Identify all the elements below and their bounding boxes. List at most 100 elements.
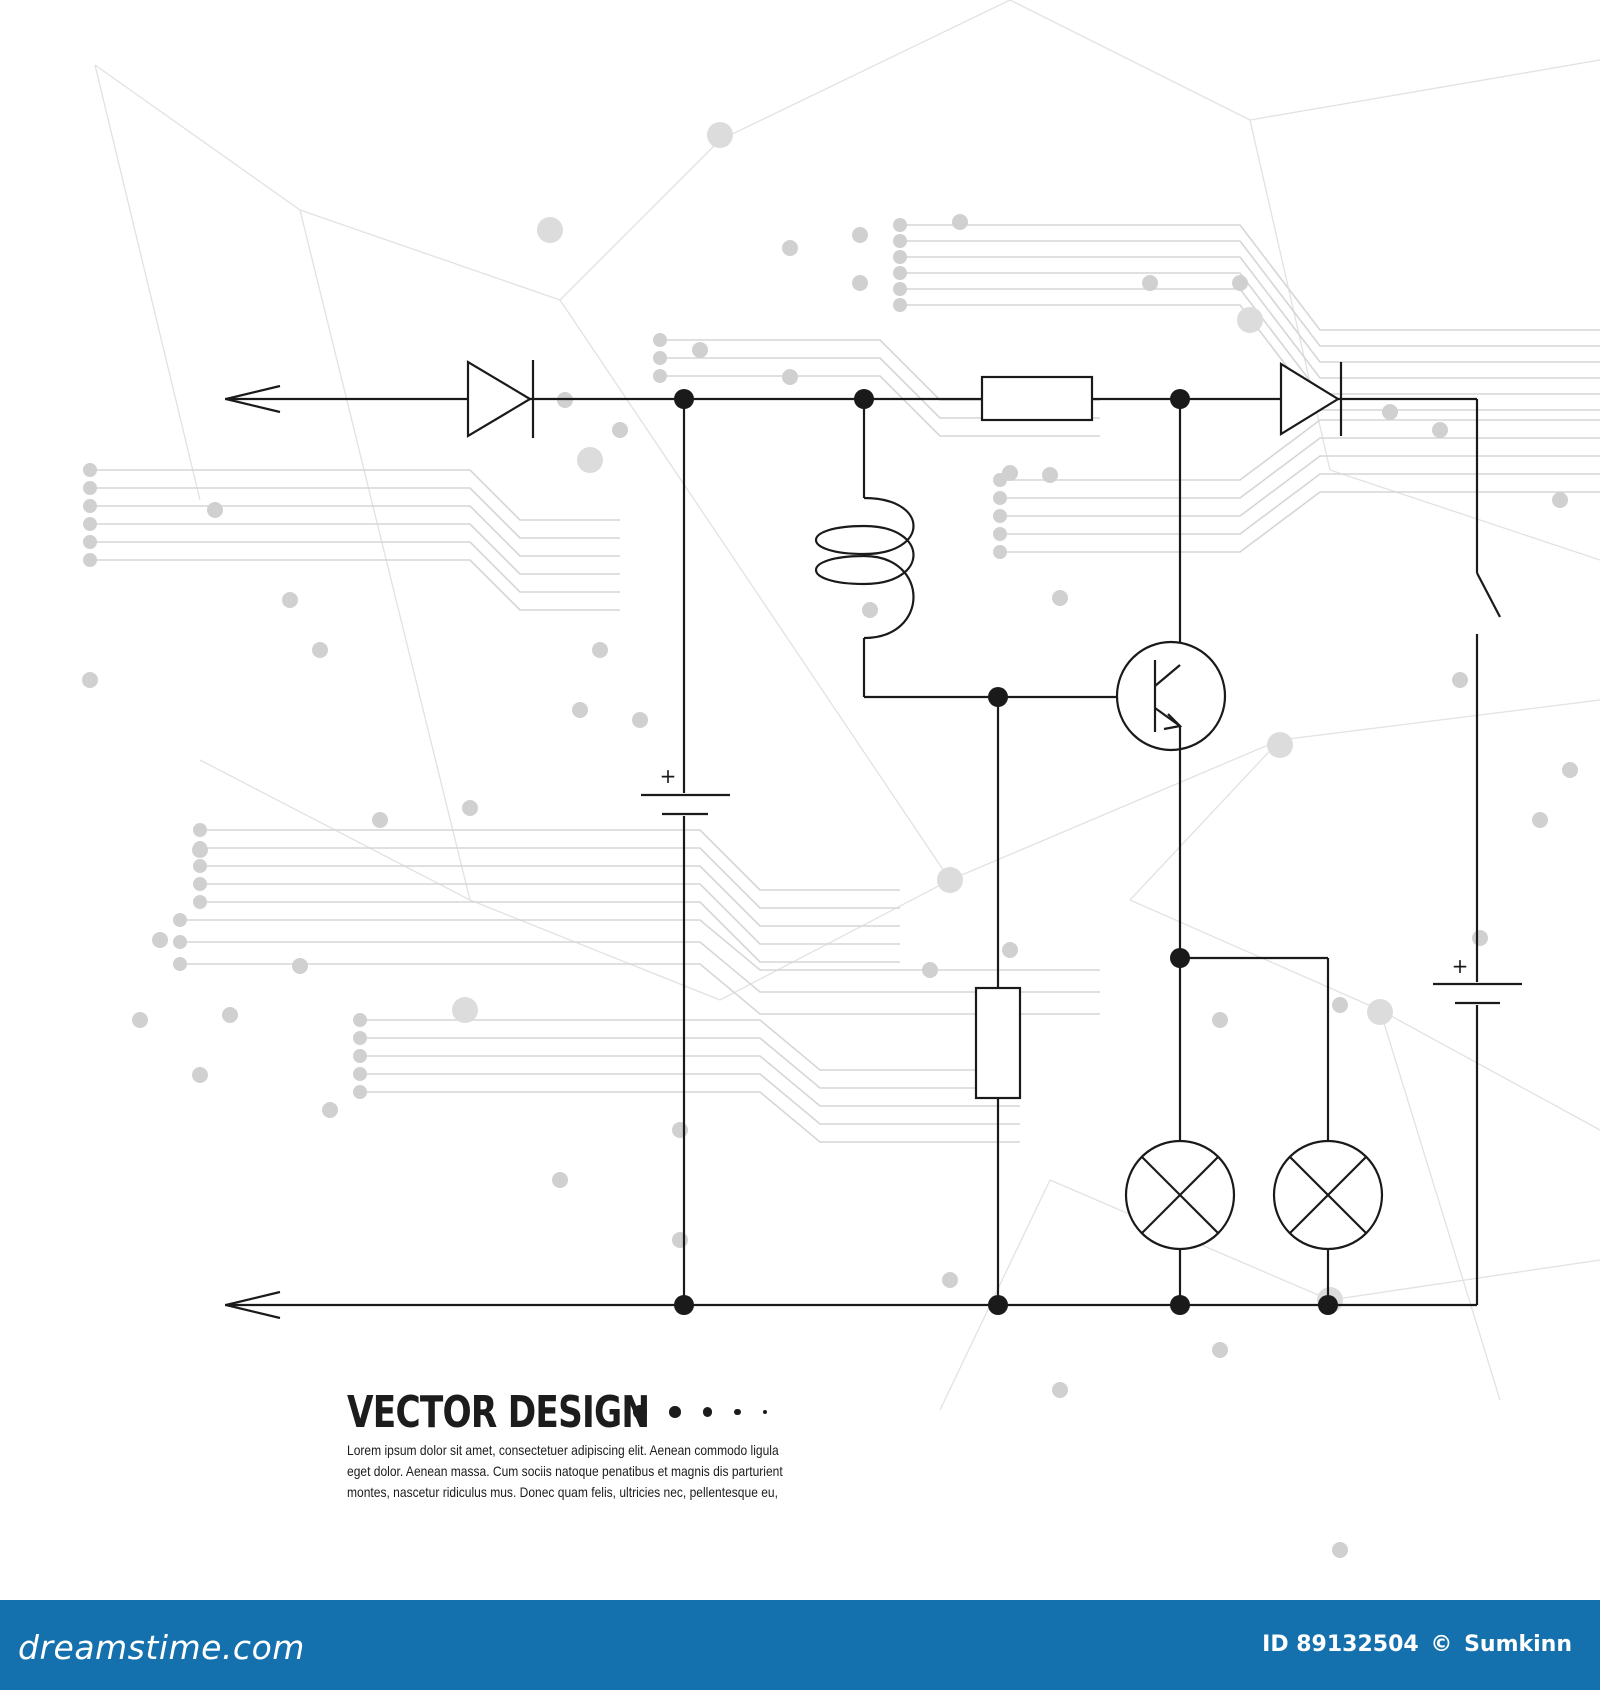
pcb-trace: [360, 1037, 1020, 1089]
trace-pad: [173, 935, 187, 949]
footer-bar: dreamstime.com ID 89132504 © Sumkinn: [0, 1600, 1600, 1690]
pcb-trace: [200, 829, 900, 891]
image-credit: ID 89132504 © Sumkinn: [1258, 1632, 1572, 1657]
trace-pad: [993, 491, 1007, 505]
trace-pad: [1432, 422, 1448, 438]
trace-pad: [993, 545, 1007, 559]
trace-pad: [1332, 997, 1348, 1013]
trace-pad: [83, 481, 97, 495]
trace-pad: [1042, 467, 1058, 483]
trace-pad: [782, 369, 798, 385]
diode-icon: [1279, 362, 1343, 436]
circuit-illustration: +: [82, 0, 1600, 1558]
copyright-icon: ©: [1430, 1632, 1453, 1657]
trace-pad: [372, 812, 388, 828]
trace-pad: [852, 227, 868, 243]
pcb-trace: [200, 883, 900, 945]
trace-pad: [83, 553, 97, 567]
mesh-line: [1379, 1009, 1501, 1401]
trace-pad: [83, 517, 97, 531]
trace-pad: [893, 250, 907, 264]
trace-pad: [1562, 762, 1578, 778]
battery-icon: +: [1433, 954, 1522, 1305]
pcb-trace: [360, 1019, 1020, 1071]
pcb-trace: [360, 1091, 1020, 1143]
trace-pad: [353, 1085, 367, 1099]
trace-pad: [893, 218, 907, 232]
circuit-schematic: +: [225, 360, 1522, 1320]
pcb-trace: [200, 847, 900, 909]
trace-pad: [552, 1172, 568, 1188]
pcb-trace: [900, 224, 1600, 331]
mesh-line: [299, 209, 471, 901]
battery-plus-label: +: [1452, 954, 1469, 978]
pcb-trace: [1000, 437, 1600, 499]
pcb-trace: [660, 375, 1100, 437]
trace-pad: [1002, 465, 1018, 481]
mesh-node: [577, 447, 603, 473]
resistor-icon: [980, 375, 1094, 422]
mesh-node: [1267, 732, 1293, 758]
trace-pad: [193, 823, 207, 837]
mesh-line: [1249, 59, 1600, 121]
mesh-line: [94, 64, 201, 501]
mesh-node: [1367, 999, 1393, 1025]
inductor-icon: [815, 399, 1170, 699]
title-dots: [633, 1405, 789, 1419]
pcb-trace: [180, 941, 1100, 993]
mesh-line: [719, 879, 951, 1001]
trace-pad: [82, 672, 98, 688]
junction-nodes: [674, 389, 1338, 1315]
pcb-trace: [360, 1055, 1020, 1107]
trace-pad: [1002, 942, 1018, 958]
author-name[interactable]: Sumkinn: [1464, 1632, 1572, 1657]
top-rail: [225, 384, 1477, 414]
pcb-trace: [90, 559, 620, 611]
trace-pad: [893, 282, 907, 296]
switch-icon: [1475, 399, 1501, 982]
brand-logo[interactable]: dreamstime.com: [18, 1628, 305, 1667]
trace-pad: [192, 1067, 208, 1083]
trace-pad: [653, 369, 667, 383]
trace-pad: [353, 1049, 367, 1063]
trace-pad: [1552, 492, 1568, 508]
pcb-background: [82, 0, 1600, 1558]
mesh-line: [949, 739, 1281, 881]
mesh-line: [559, 139, 721, 301]
trace-pad: [852, 275, 868, 291]
lorem-line: eget dolor. Aenean massa. Cum sociis nat…: [347, 1463, 783, 1479]
trace-pad: [952, 214, 968, 230]
trace-pad: [193, 895, 207, 909]
mesh-node: [937, 867, 963, 893]
trace-pad: [152, 932, 168, 948]
pcb-trace: [200, 865, 900, 927]
trace-pad: [353, 1031, 367, 1045]
trace-pad: [282, 592, 298, 608]
mesh-line: [1329, 469, 1600, 561]
title-dot: [633, 1405, 647, 1419]
mesh-line: [94, 64, 301, 211]
title-dot: [669, 1406, 681, 1418]
trace-pad: [1212, 1342, 1228, 1358]
trace-pad: [83, 499, 97, 513]
mesh-node: [537, 217, 563, 243]
trace-pad: [862, 602, 878, 618]
title-row: VECTOR DESIGN: [347, 1384, 827, 1440]
mesh-node: [707, 122, 733, 148]
mesh-line: [299, 209, 561, 301]
lorem-line: montes, nascetur ridiculus mus. Donec qu…: [347, 1484, 778, 1500]
pcb-trace: [900, 240, 1600, 347]
pcb-trace: [1000, 491, 1600, 553]
mesh-line: [559, 299, 951, 881]
trace-pad: [173, 957, 187, 971]
trace-pad: [292, 958, 308, 974]
trace-pad: [653, 351, 667, 365]
lamp-icon: [1272, 1139, 1384, 1305]
mesh-line: [1379, 1009, 1600, 1131]
diode-icon: [466, 360, 535, 438]
pcb-trace: [90, 505, 620, 557]
pcb-trace: [90, 541, 620, 593]
lorem-paragraph: Lorem ipsum dolor sit amet, consectetuer…: [347, 1440, 829, 1503]
trace-pad: [572, 702, 588, 718]
mesh-line: [1279, 699, 1600, 741]
